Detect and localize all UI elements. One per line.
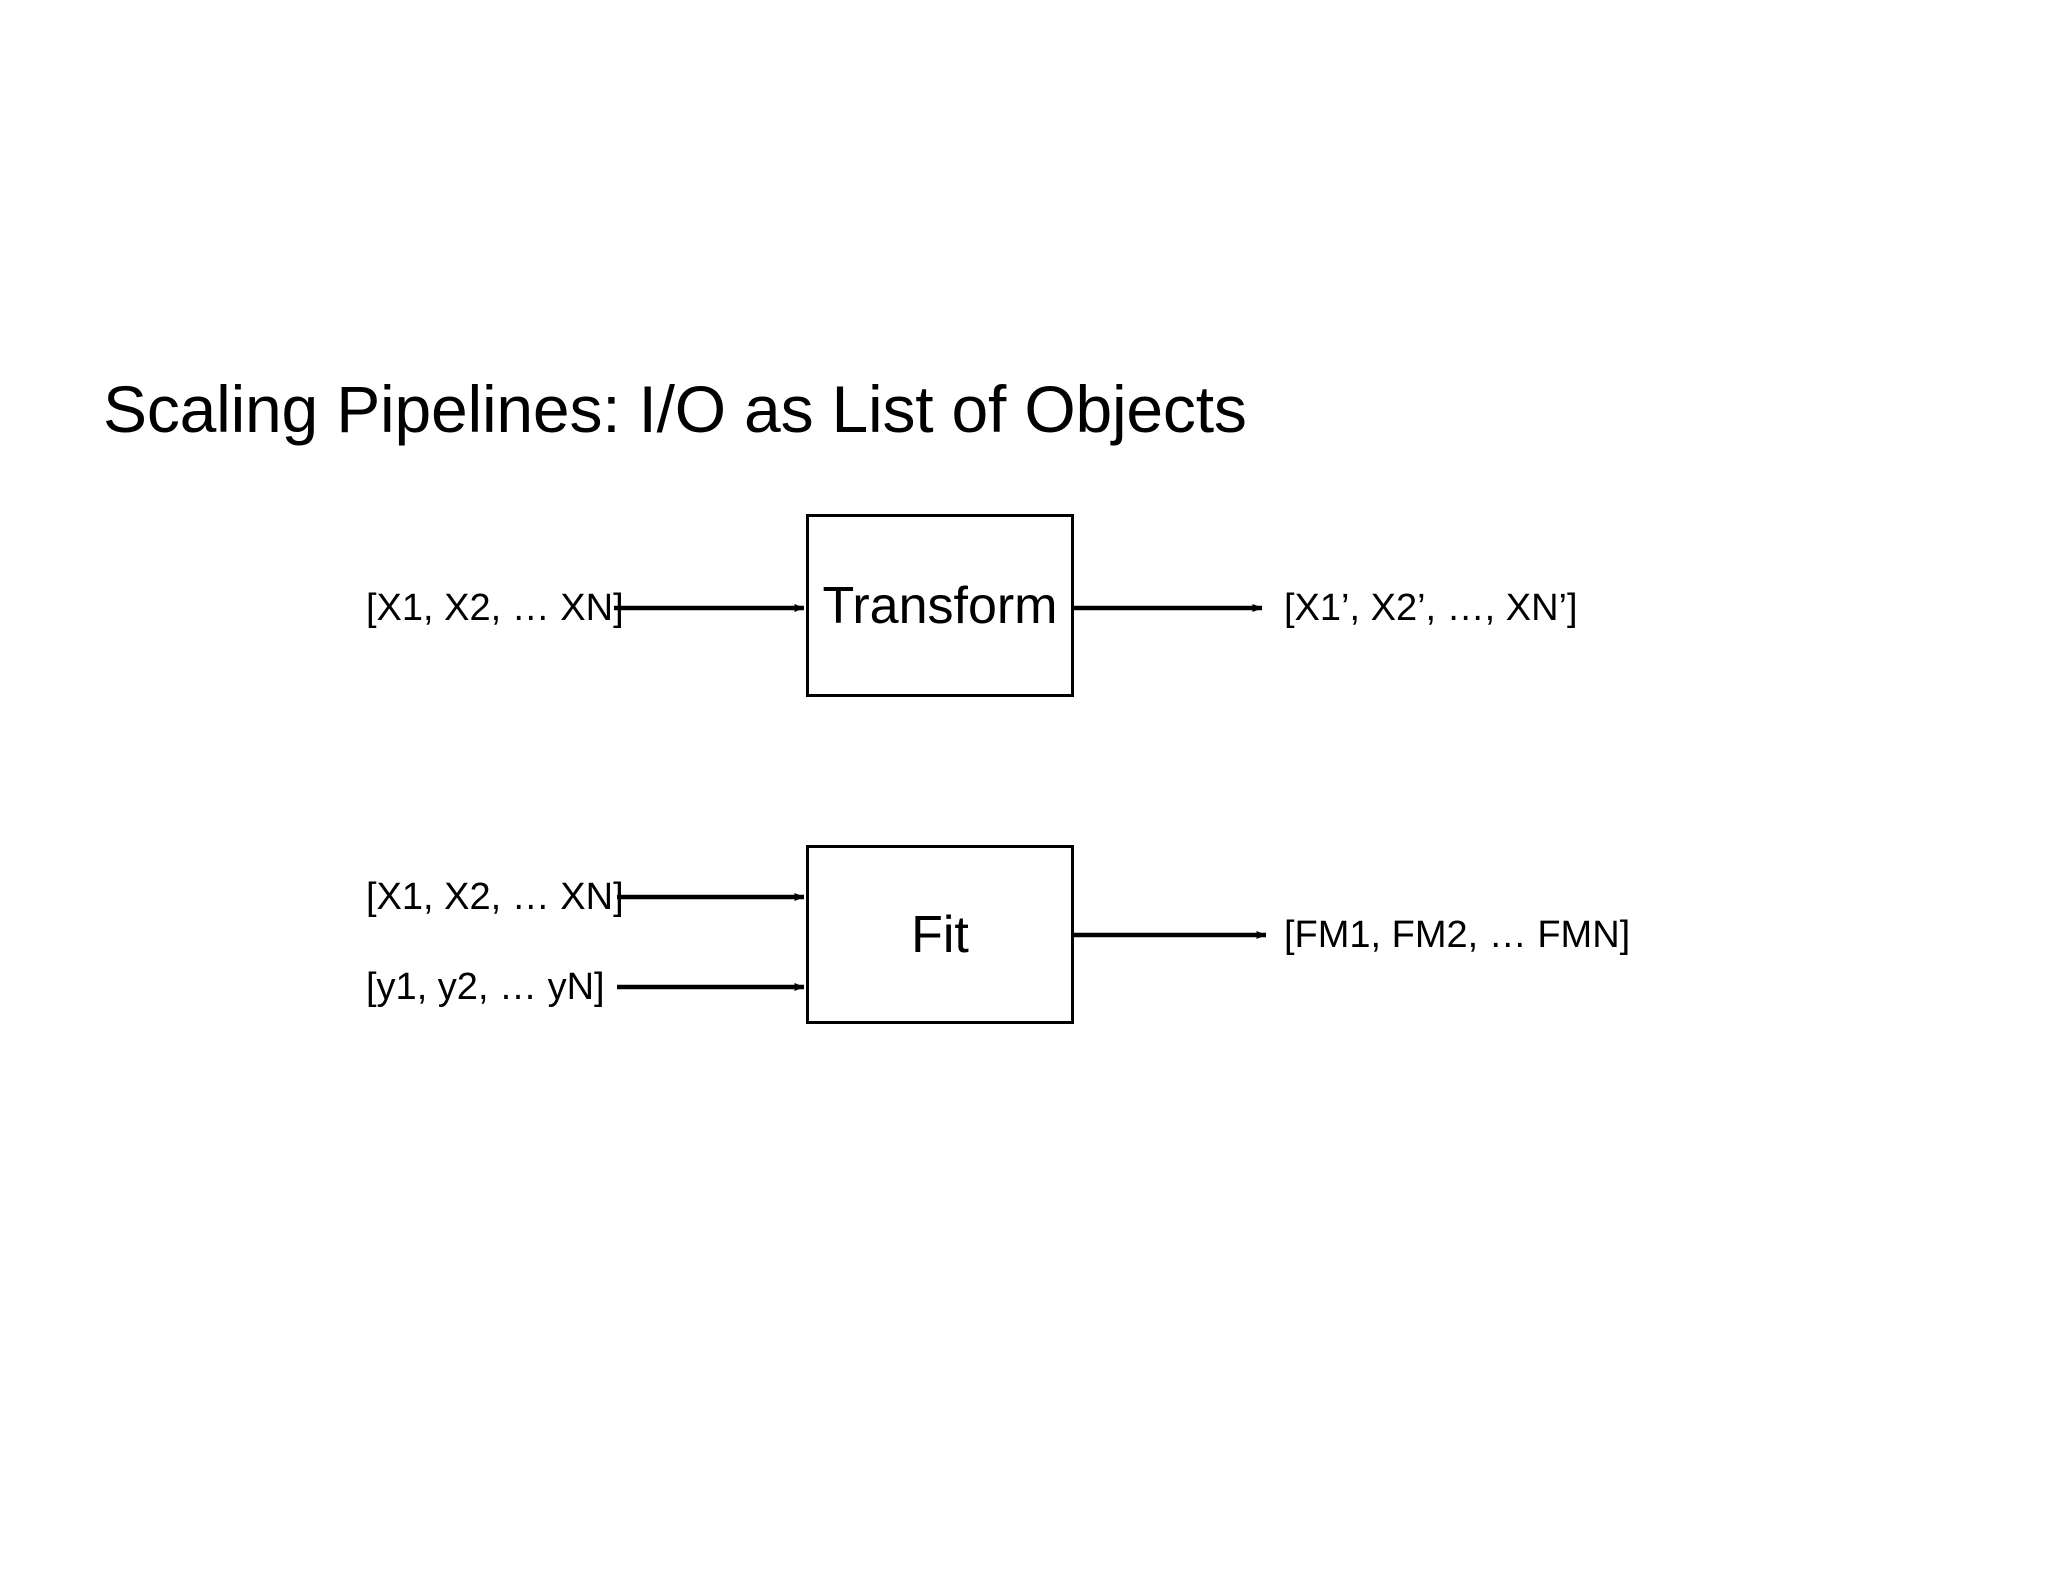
edge-label-transform-input: [X1, X2, … XN] — [366, 587, 624, 629]
edge-label-transform-output: [X1’, X2’, …, XN’] — [1284, 587, 1578, 629]
edge-label-fit-input-y: [y1, y2, … yN] — [366, 966, 605, 1008]
process-box-transform-label: Transform — [822, 576, 1058, 635]
process-box-fit-label: Fit — [911, 905, 969, 964]
edge-label-fit-input-x: [X1, X2, … XN] — [366, 876, 624, 918]
process-box-fit[interactable]: Fit — [806, 845, 1074, 1024]
page-title: Scaling Pipelines: I/O as List of Object… — [103, 372, 1247, 447]
edge-label-fit-output: [FM1, FM2, … FMN] — [1284, 914, 1631, 956]
process-box-transform[interactable]: Transform — [806, 514, 1074, 697]
